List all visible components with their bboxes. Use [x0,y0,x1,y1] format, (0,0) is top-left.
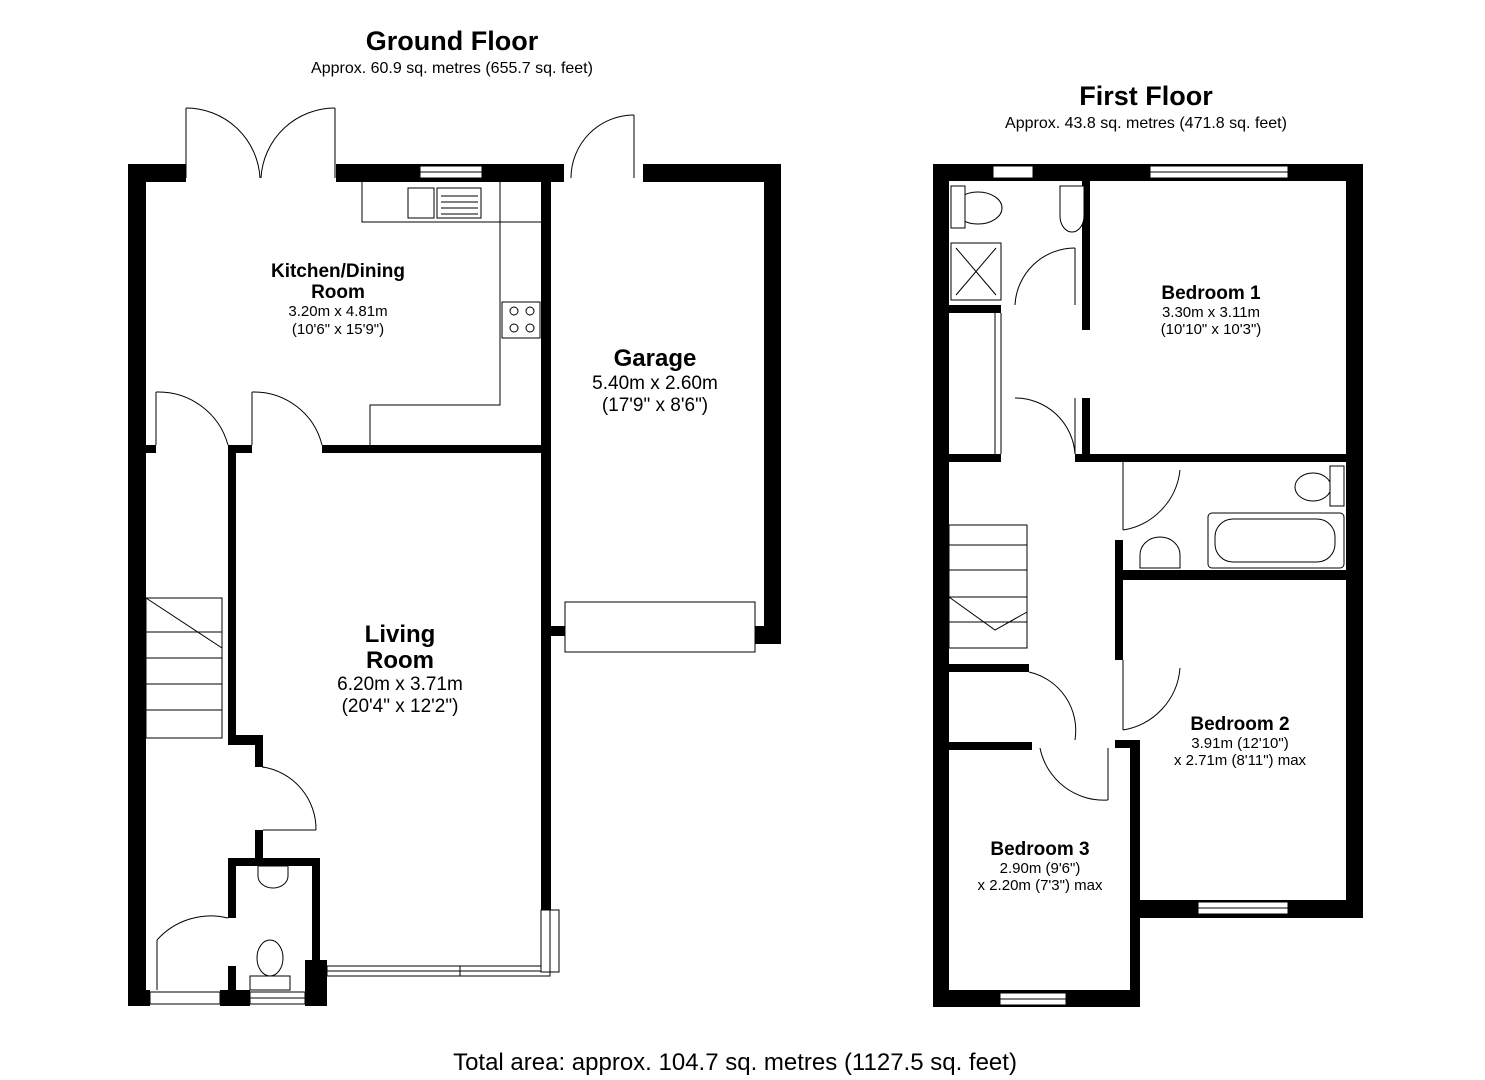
first-floor-plan [933,164,1363,1007]
ground-floor-title: Ground Floor [366,26,539,56]
kitchen-name-line1: Kitchen/Dining [271,261,405,282]
bedroom3-dim-line1: 2.90m (9'6") [1000,860,1081,877]
bedroom1-name: Bedroom 1 [1161,283,1261,304]
ground-floor-plan [128,107,781,1006]
living-dim-imperial: (20'4" x 12'2") [342,696,459,717]
kitchen-dim-metric: 3.20m x 4.81m [288,303,387,320]
bedroom1-dim-imperial: (10'10" x 10'3") [1161,321,1262,338]
bedroom2-dim-line2: x 2.71m (8'11") max [1174,752,1307,769]
living-name-line2: Room [366,647,434,674]
bedroom1-dim-metric: 3.30m x 3.11m [1162,304,1260,321]
bedroom2-name: Bedroom 2 [1190,714,1289,735]
garage-dim-metric: 5.40m x 2.60m [592,373,718,394]
bedroom2-dim-line1: 3.91m (12'10") [1191,735,1288,752]
living-name-line1: Living [365,621,436,648]
ground-floor-area: Approx. 60.9 sq. metres (655.7 sq. feet) [311,60,593,77]
bedroom3-name: Bedroom 3 [990,839,1089,860]
living-dim-metric: 6.20m x 3.71m [337,674,463,695]
garage-name: Garage [614,345,697,372]
total-area: Total area: approx. 104.7 sq. metres (11… [453,1049,1017,1076]
first-floor-title: First Floor [1079,81,1213,111]
kitchen-name-line2: Room [311,282,365,303]
bedroom3-dim-line2: x 2.20m (7'3") max [978,877,1103,894]
garage-dim-imperial: (17'9" x 8'6") [602,395,708,416]
kitchen-dim-imperial: (10'6" x 15'9") [292,321,384,338]
first-floor-area: Approx. 43.8 sq. metres (471.8 sq. feet) [1005,115,1287,132]
